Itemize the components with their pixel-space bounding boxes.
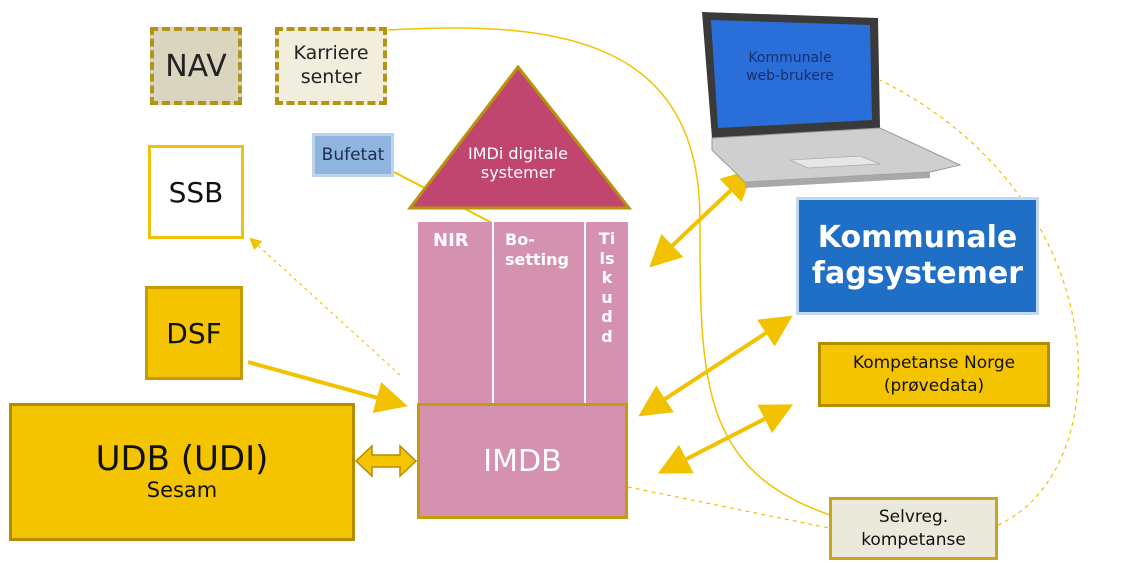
udb-box: UDB (UDI) Sesam (9, 403, 355, 541)
dsf-label: DSF (166, 316, 222, 350)
udb-title: UDB (UDI) (95, 438, 269, 479)
ssb-dashed-arrow (249, 237, 401, 376)
karriere-box: Karriere senter (275, 27, 387, 105)
ssb-label: SSB (168, 175, 224, 209)
kompetanse-line1: Kompetanse Norge (852, 353, 1016, 374)
ssb-box: SSB (148, 145, 244, 239)
imdi-label: IMDi digitale systemer (468, 144, 568, 183)
kommunale-fagsystemer-box: Kommunale fagsystemer (796, 197, 1039, 315)
selvreg-line1: Selvreg. (878, 507, 949, 528)
dsf-arrow (247, 360, 408, 414)
laptop-screen-label: Kommunale web-brukere (735, 50, 845, 85)
komfag-line1: Kommunale (817, 220, 1018, 255)
nav-label: NAV (165, 48, 227, 84)
selvreg-box: Selvreg. kompetanse (829, 497, 998, 560)
nav-box: NAV (150, 27, 242, 105)
karriere-label: Karriere senter (293, 42, 369, 88)
tilskudd-column (586, 222, 628, 403)
bufetat-box: Bufetat (312, 133, 394, 177)
komfag-arrow (638, 315, 793, 417)
kompetanse-line2: (prøvedata) (883, 375, 985, 396)
komfag-line2: fagsystemer (811, 256, 1024, 291)
nir-column (418, 222, 494, 403)
bosetting-column (494, 222, 586, 403)
tilskudd-label: Tilskudd (598, 229, 616, 346)
selvreg-dashed-curve (879, 79, 1079, 526)
dsf-box: DSF (145, 286, 243, 380)
udb-subtitle: Sesam (146, 478, 218, 503)
udb-imdb-double-arrow (354, 444, 418, 478)
bufetat-label: Bufetat (321, 145, 385, 165)
laptop-label-line1: Kommunale (748, 50, 832, 66)
laptop-label-line2: web-brukere (746, 67, 834, 84)
imdb-label: IMDB (483, 443, 562, 479)
nir-label: NIR (433, 230, 469, 251)
bosetting-label: Bo-setting (505, 230, 569, 269)
kompetanse-arrow (657, 404, 794, 474)
laptop-icon (702, 12, 962, 188)
imdb-selvreg-dashed (627, 486, 830, 529)
selvreg-line2: kompetanse (861, 529, 966, 550)
imdb-box: IMDB (417, 403, 628, 519)
kompetanse-norge-box: Kompetanse Norge (prøvedata) (818, 342, 1050, 407)
laptop-arrow (649, 168, 754, 268)
imdi-triangle (406, 64, 633, 210)
